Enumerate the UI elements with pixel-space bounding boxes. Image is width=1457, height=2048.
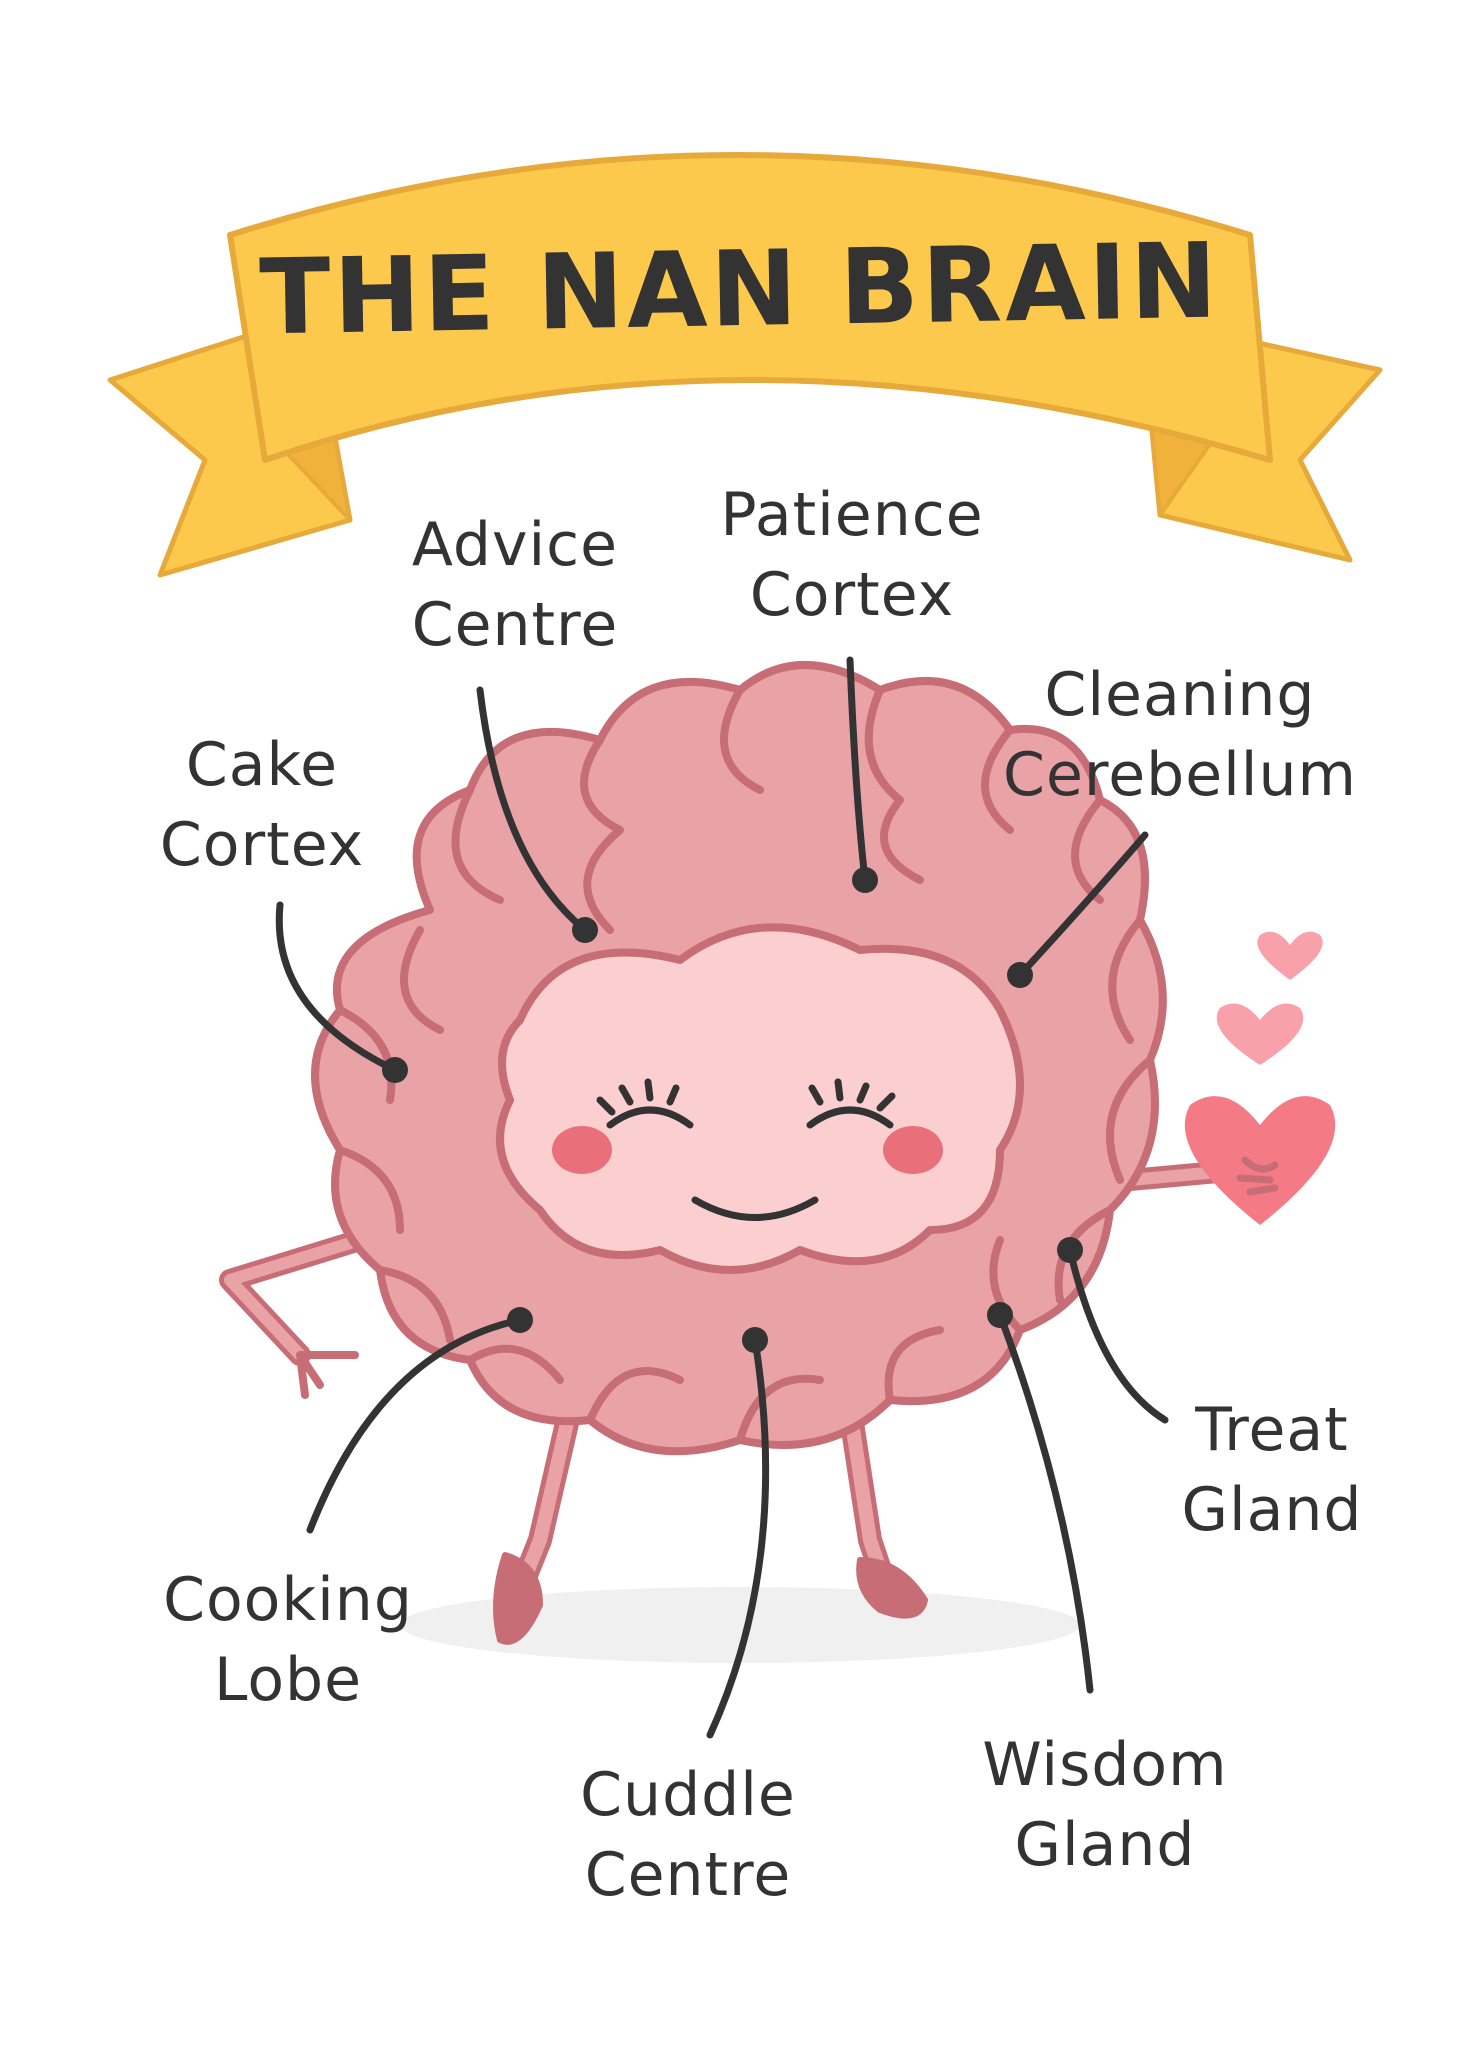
label-line: Cortex: [159, 810, 365, 880]
left-cheek: [552, 1126, 612, 1174]
label-line: Cortex: [749, 560, 955, 630]
hand-fingers: [1236, 1156, 1279, 1196]
label-line: Advice: [411, 510, 619, 580]
leader-dots: [382, 867, 1083, 1353]
smile: [691, 1196, 819, 1221]
cake-leader-line: [275, 901, 399, 1074]
label-line: Lobe: [213, 1645, 363, 1715]
brain-legs: [493, 1398, 928, 1645]
label-line: Gland: [1014, 1810, 1196, 1880]
treat-leader-line: [1066, 1246, 1169, 1424]
label-cake-cortex: Cake Cortex: [160, 725, 364, 885]
label-line: Cleaning: [1044, 660, 1316, 730]
label-line: Cuddle: [580, 1760, 796, 1830]
title-banner: THE NAN BRAIN: [107, 152, 1383, 578]
page-title: THE NAN BRAIN: [259, 220, 1222, 359]
label-line: Wisdom: [982, 1730, 1228, 1800]
label-line: Cooking: [163, 1565, 413, 1635]
cuddle-leader-line: [706, 1336, 770, 1739]
right-cheek: [883, 1126, 943, 1174]
leader-lines: [275, 656, 1169, 1739]
label-line: Gland: [1181, 1475, 1363, 1545]
label-line: Centre: [584, 1840, 792, 1910]
label-treat-gland: Treat Gland: [1181, 1390, 1362, 1550]
label-cleaning-cerebellum: Cleaning Cerebellum: [1003, 655, 1357, 815]
label-line: Patience: [720, 480, 984, 550]
right-lashes: [808, 1078, 896, 1112]
label-advice-centre: Advice Centre: [412, 505, 619, 665]
label-line: Centre: [411, 590, 619, 660]
large-heart-icon: [1184, 1096, 1336, 1225]
label-cooking-lobe: Cooking Lobe: [163, 1560, 413, 1720]
wisdom-leader-line: [996, 1311, 1094, 1694]
cooking-leader-line: [306, 1316, 524, 1534]
label-line: Treat: [1195, 1395, 1349, 1465]
cleaning-leader-line: [1016, 831, 1149, 979]
brain-face: [552, 1078, 943, 1221]
advice-leader-line: [476, 686, 589, 934]
label-wisdom-gland: Wisdom Gland: [982, 1725, 1227, 1885]
left-eye: [606, 1106, 694, 1129]
left-arm: [219, 1229, 371, 1399]
label-line: Cake: [185, 730, 339, 800]
right-eye: [806, 1106, 894, 1129]
hearts: [1184, 931, 1336, 1225]
label-cuddle-centre: Cuddle Centre: [580, 1755, 796, 1915]
left-lashes: [596, 1078, 680, 1116]
medium-heart-icon: [1216, 1003, 1304, 1065]
label-patience-cortex: Patience Cortex: [720, 475, 983, 635]
patience-leader-line: [846, 656, 869, 884]
small-heart-icon: [1257, 931, 1323, 980]
label-line: Cerebellum: [1003, 740, 1357, 810]
